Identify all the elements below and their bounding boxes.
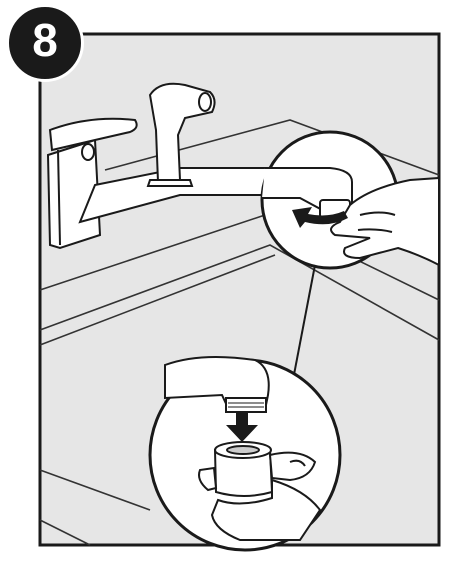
aerator-detail-circle — [150, 357, 340, 550]
step-number: 8 — [6, 12, 84, 68]
main-illustration-frame — [40, 34, 439, 550]
step-badge: 8 — [6, 4, 84, 82]
aerator-illustration — [215, 442, 272, 496]
